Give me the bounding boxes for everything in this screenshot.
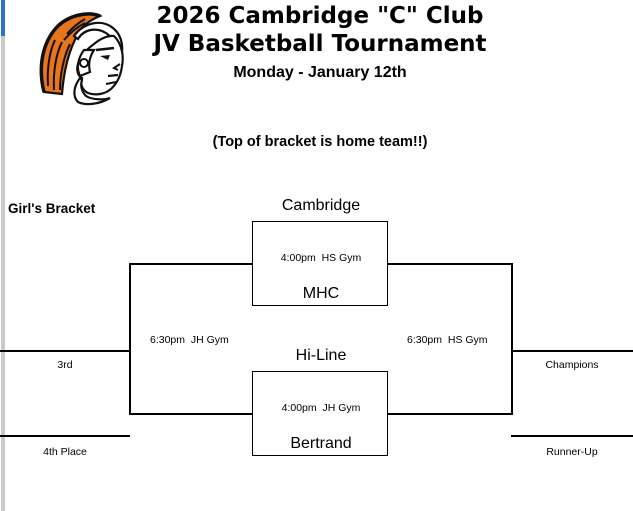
page-title: 2026 Cambridge "C" Club JV Basketball To… <box>120 2 520 82</box>
team-name-home-top: Cambridge <box>281 197 361 214</box>
bracket-line-right-lower <box>387 413 512 415</box>
vertical-scrollbar-thumb[interactable] <box>1 0 5 36</box>
team-name-home-bottom: Hi-Line <box>295 347 347 364</box>
bracket-line-right-upper <box>387 263 512 265</box>
bracket-line-right-vertical <box>511 263 513 415</box>
bracket-line-left-vertical <box>129 263 131 415</box>
team-name-away-bottom: Bertrand <box>290 435 352 452</box>
subtitle-date: Monday - January 12th <box>233 64 407 81</box>
trojan-mascot-logo <box>34 6 130 110</box>
bracket-line-fourth-place <box>0 435 130 437</box>
label-runner-up: Runner-Up <box>546 446 598 458</box>
bracket-side-label: Girl's Bracket <box>8 201 96 216</box>
team-name-away-top: MHC <box>302 285 340 302</box>
game-box-bottom[interactable]: Hi-Line 4:00pm JH Gym Bertrand <box>252 347 388 456</box>
label-champions: Champions <box>545 359 599 371</box>
home-team-note: (Top of bracket is home team!!) <box>212 134 428 150</box>
vertical-scrollbar-track[interactable] <box>1 0 5 511</box>
bracket-line-champions <box>511 350 633 352</box>
label-fourth-place: 4th Place <box>43 446 87 458</box>
game-info-top: 4:00pm HS Gym <box>280 252 362 264</box>
title-line-1: 2026 Cambridge "C" Club <box>156 3 484 29</box>
title-line-2: JV Basketball Tournament <box>153 31 487 57</box>
label-third-place: 3rd <box>57 359 73 371</box>
game-box-top[interactable]: Cambridge 4:00pm HS Gym MHC <box>252 197 388 306</box>
game-info-bottom: 4:00pm JH Gym <box>281 402 361 414</box>
bracket-line-third-place <box>0 350 130 352</box>
semifinal-info-right: 6:30pm HS Gym <box>407 334 488 346</box>
bracket-line-left-lower <box>129 413 253 415</box>
bracket-line-left-upper <box>129 263 253 265</box>
semifinal-info-left: 6:30pm JH Gym <box>150 334 229 346</box>
bracket-line-runner-up <box>511 435 633 437</box>
